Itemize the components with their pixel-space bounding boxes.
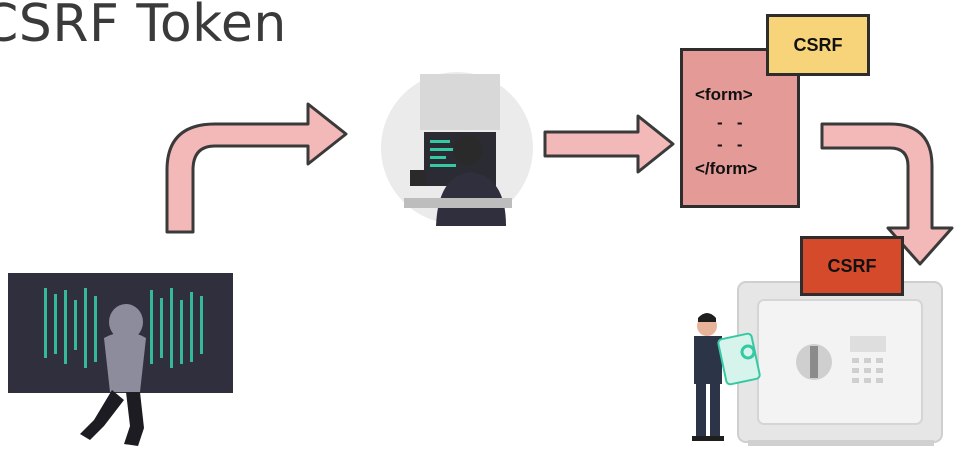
- form-dash-row: - -: [717, 113, 743, 132]
- csrf-token-bottom: CSRF: [800, 236, 904, 296]
- form-dash-row: - -: [717, 135, 743, 154]
- arrow-attacker-to-user: [165, 102, 348, 234]
- person-holding-card-icon: [692, 313, 761, 441]
- form-close-tag: </form>: [695, 159, 758, 178]
- csrf-token-top: CSRF: [766, 14, 870, 76]
- arrow-form-to-safe: [820, 122, 954, 266]
- user-at-computer-icon: [381, 72, 533, 226]
- safe-vault-icon: [737, 281, 943, 446]
- hooded-hacker-icon: [8, 273, 233, 446]
- page-title: CSRF Token: [0, 0, 287, 54]
- arrow-user-to-form: [543, 114, 675, 174]
- form-open-tag: <form>: [695, 85, 753, 104]
